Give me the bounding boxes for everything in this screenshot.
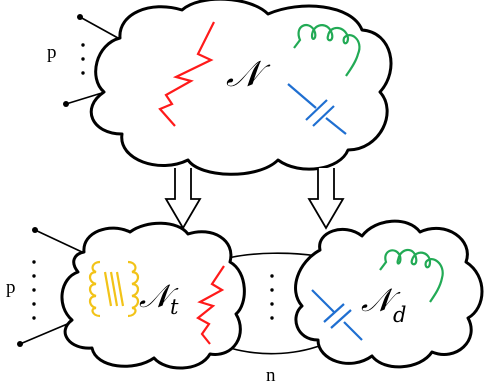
cloud-nd-outline — [294, 219, 484, 369]
capacitor-icon — [311, 289, 363, 341]
bottom-port-ellipsis — [32, 260, 36, 320]
network-nt-subscript: t — [170, 295, 179, 319]
bottom-ports-label: p — [6, 277, 16, 298]
interconnect-ellipsis — [270, 274, 274, 320]
connections-label: n — [266, 365, 276, 385]
top-ports-label: p — [47, 42, 57, 63]
arrow-down-left-icon — [164, 168, 202, 230]
transformer-icon — [88, 260, 140, 318]
network-nd-subscript: d — [393, 303, 406, 327]
top-port-terminal-lower — [63, 101, 69, 107]
network-nd: 𝒩 d — [294, 219, 484, 369]
top-port-lead-lower — [65, 91, 106, 105]
bottom-port-terminal-upper — [32, 227, 38, 233]
bottom-port-lead-upper — [34, 229, 83, 253]
resistor-icon — [196, 265, 225, 345]
cloud-nt-outline — [60, 221, 246, 370]
capacitor-icon — [287, 83, 347, 135]
resistor-icon — [158, 21, 215, 127]
network-n: 𝒩 — [63, 0, 393, 176]
arrow-down-right-icon — [307, 168, 345, 230]
cloud-n-outline — [89, 0, 393, 176]
inductor-icon — [293, 23, 361, 77]
top-port-ellipsis — [81, 43, 85, 75]
network-nt: 𝒩 t — [17, 221, 246, 370]
interconnect-wires — [227, 252, 323, 355]
top-port-terminal-upper — [77, 14, 83, 20]
inductor-icon — [379, 248, 444, 303]
bottom-port-terminal-lower — [17, 341, 23, 347]
top-port-lead-upper — [79, 16, 119, 39]
bottom-port-lead-lower — [19, 321, 73, 345]
